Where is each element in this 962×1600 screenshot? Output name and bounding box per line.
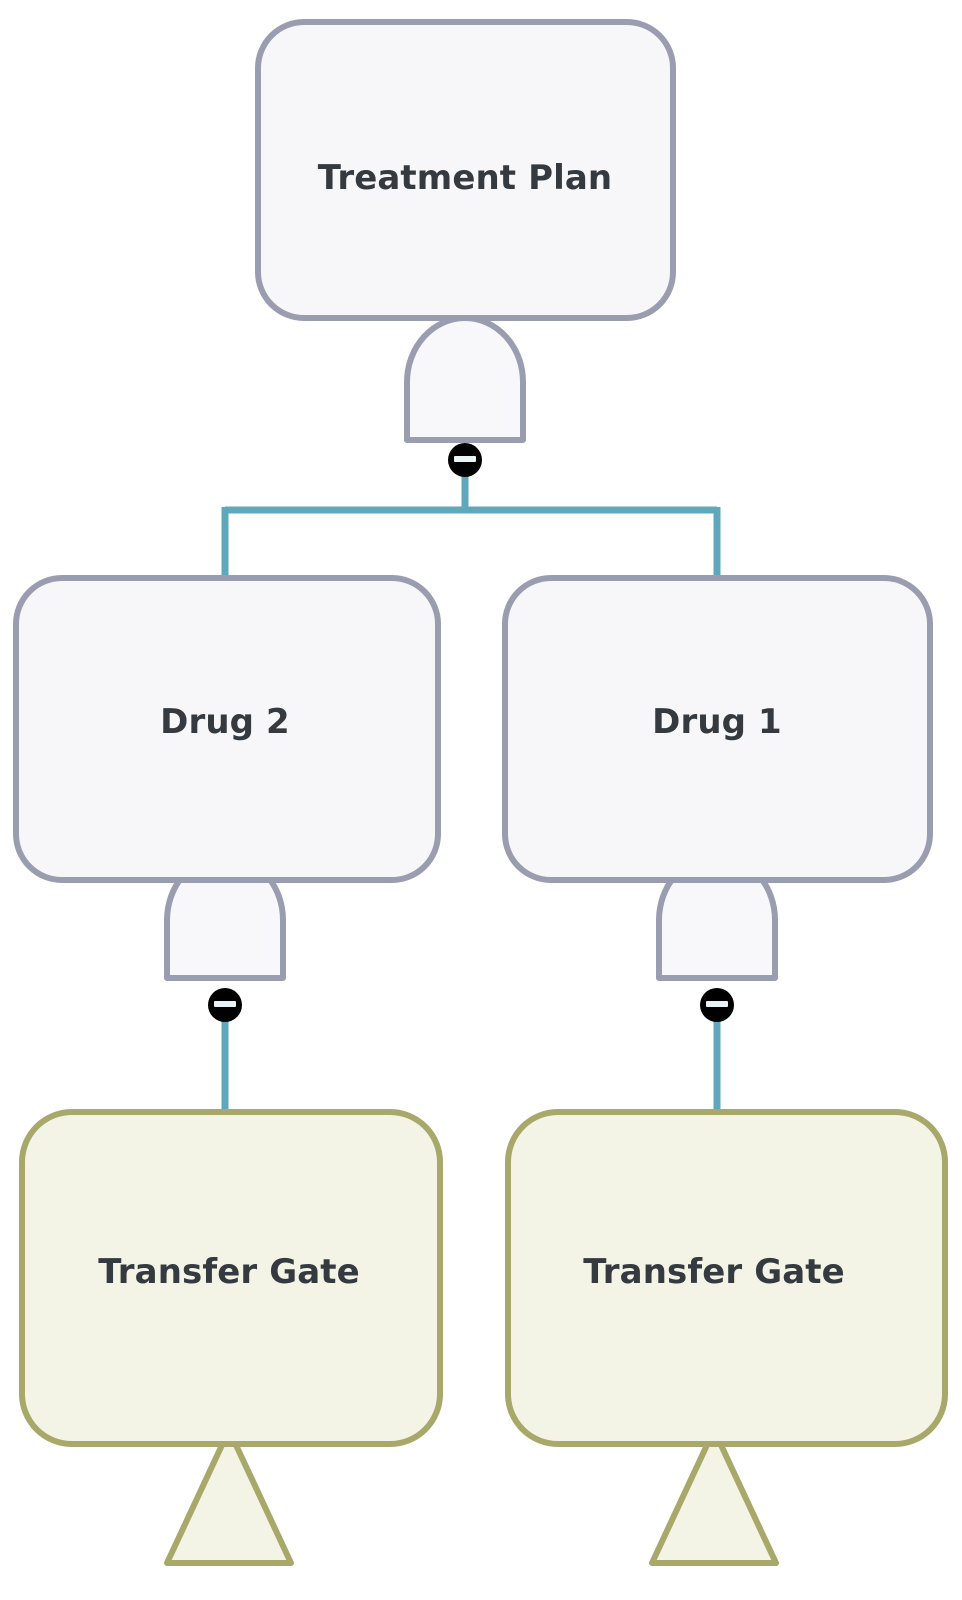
event-box-drug-1[interactable] [502,575,933,883]
event-box-drug-2[interactable] [13,575,441,883]
minus-icon [454,456,476,462]
event-box-transfer-gate-right[interactable] [505,1109,948,1447]
and-gate-root [404,315,526,443]
transfer-triangle-left [164,1427,294,1566]
minus-icon [706,1001,728,1007]
collapse-badge-drug-2[interactable] [208,988,242,1022]
collapse-badge-drug-1[interactable] [700,988,734,1022]
event-box-transfer-gate-left[interactable] [19,1109,443,1447]
minus-icon [214,1001,236,1007]
event-box-treatment-plan[interactable] [255,19,676,321]
transfer-triangle-right [649,1427,779,1566]
collapse-badge-root[interactable] [448,443,482,477]
connector-root-to-children [221,455,721,582]
